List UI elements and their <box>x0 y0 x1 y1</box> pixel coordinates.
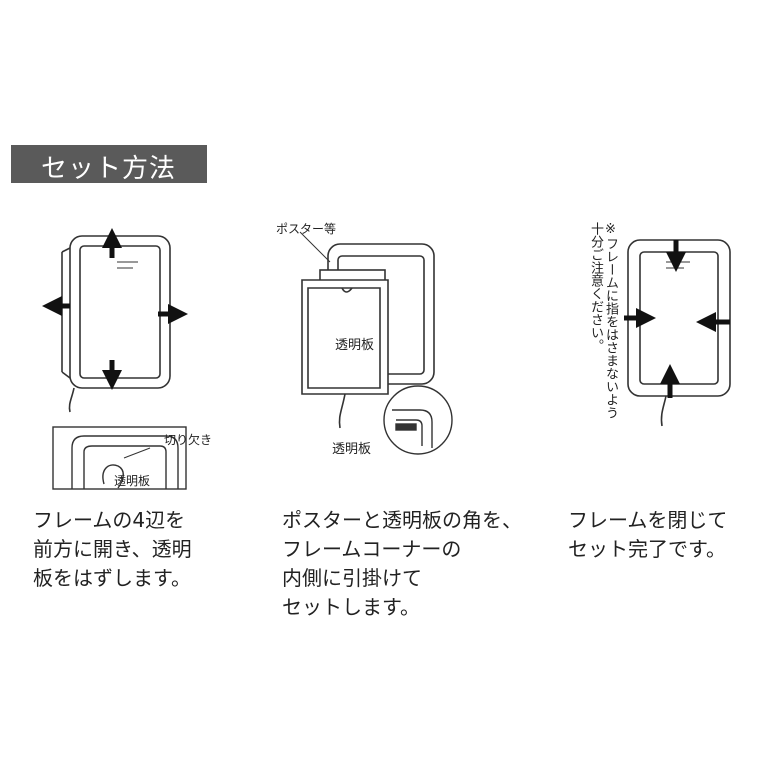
clear-panel-bottom-label: 透明板 <box>332 442 372 457</box>
caption-line: フレームコーナーの <box>282 537 462 561</box>
finger-sketch <box>102 464 124 489</box>
caption-line: 前方に開き、透明 <box>33 537 192 561</box>
caution-note-line2: 十分ご注意ください。 <box>588 222 603 352</box>
close-arrows <box>624 240 730 398</box>
caption-line: 内側に引掛けて <box>282 566 422 590</box>
poster-label: ポスター等 <box>276 222 337 236</box>
frame-close-figure <box>627 239 731 427</box>
page-title: セット方法 <box>41 154 177 184</box>
step-3-caption: フレームを閉じて セット完了です。 <box>568 506 727 564</box>
caption-line: セットします。 <box>282 595 420 619</box>
frame-outline <box>69 235 171 389</box>
cord <box>338 393 346 429</box>
corner-detail <box>383 385 453 455</box>
cutout-label: 切り欠き <box>164 433 213 447</box>
cord <box>68 387 75 413</box>
open-arrows <box>42 228 188 390</box>
caption-line: セット完了です。 <box>568 537 726 561</box>
caption-line: フレームを閉じて <box>568 508 728 532</box>
caution-note-line1: ※フレームに指をはさまないよう <box>603 222 618 419</box>
inset-border <box>52 426 187 490</box>
caution-note: ※フレームに指をはさまないよう 十分ご注意ください。 <box>588 222 618 419</box>
clear-panel-inset-label: 透明板 <box>114 474 151 488</box>
caption-line: ポスターと透明板の角を、 <box>282 508 522 532</box>
caption-line: フレームの4辺を <box>33 508 186 532</box>
step-2-caption: ポスターと透明板の角を、 フレームコーナーの 内側に引掛けて セットします。 <box>282 506 522 622</box>
cutout-detail-inset <box>52 426 187 490</box>
poster-insert-figure <box>299 231 435 429</box>
cord <box>660 395 667 427</box>
clear-panel-label: 透明板 <box>335 338 375 353</box>
clear-panel-sheet <box>301 279 389 395</box>
step-1-caption: フレームの4辺を 前方に開き、透明 板をはずします。 <box>33 506 192 593</box>
caption-line: 板をはずします。 <box>33 566 191 590</box>
frame-open-figure <box>61 235 171 413</box>
header-bar: セット方法 <box>11 145 207 184</box>
